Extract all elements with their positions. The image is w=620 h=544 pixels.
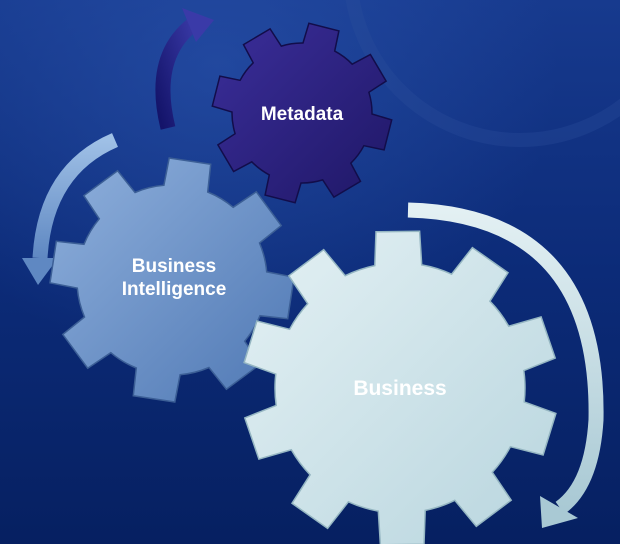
business-intelligence-gear xyxy=(49,157,295,403)
business-gear xyxy=(243,230,557,544)
bi-label-line1: Business xyxy=(132,256,216,277)
metadata-label: Metadata xyxy=(261,104,344,125)
arrow-metadata-cycle xyxy=(155,8,214,130)
arrow-business-cycle xyxy=(407,202,604,528)
metadata-gear xyxy=(211,22,393,204)
background-ring xyxy=(345,0,620,147)
arrow-bi-cycle xyxy=(22,133,119,285)
bi-label-line2: Intelligence xyxy=(122,279,227,300)
business-label: Business xyxy=(353,377,446,400)
